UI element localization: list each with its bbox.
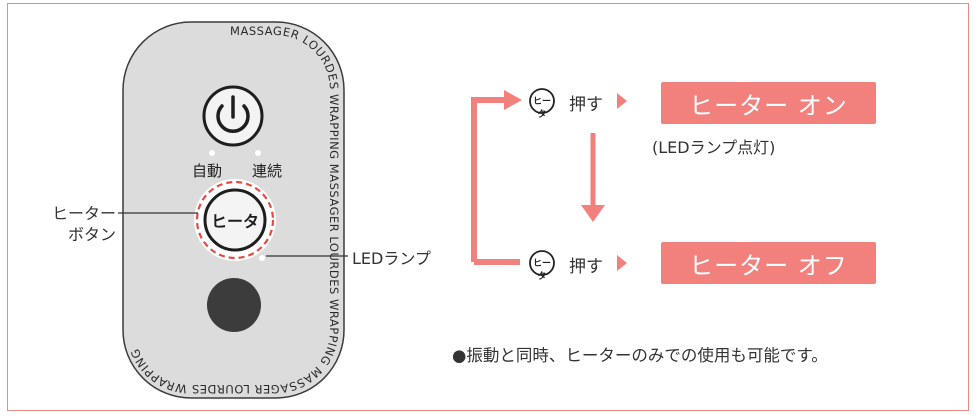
flow-loop-connector	[471, 90, 522, 265]
heater-icon-text: ヒータ	[532, 259, 551, 282]
continuous-indicator-dot	[255, 150, 261, 156]
heater-button-callout-line1: ヒーター	[51, 204, 116, 223]
heater-button-callout-line2: ボタン	[67, 225, 116, 244]
led-lamp-callout: LEDランプ	[352, 249, 431, 268]
heater-button	[194, 179, 276, 261]
heater-icon-text: ヒータ	[532, 97, 551, 120]
usage-note: ●振動と同時、ヒーターのみでの使用も可能です。	[452, 346, 828, 365]
heater-button-callout: ヒーター ボタン	[38, 203, 116, 245]
on-push-arrow	[617, 93, 627, 109]
led-lamp-dot	[259, 255, 265, 261]
heater-icon	[529, 88, 555, 114]
vibration-button	[207, 278, 261, 332]
push-label-on: 押す	[569, 95, 603, 115]
auto-indicator-dot	[209, 150, 215, 156]
heater-icon	[529, 250, 555, 276]
heater-on-note: (LEDランプ点灯)	[652, 138, 776, 157]
push-label-off: 押す	[569, 257, 603, 277]
power-icon	[216, 104, 250, 133]
off-push-arrow	[617, 255, 627, 271]
power-button	[202, 85, 264, 147]
mode-label-continuous: 連続	[251, 162, 282, 180]
down-arrow	[581, 133, 605, 222]
heater-on-state: ヒーター オン	[661, 82, 876, 124]
heater-off-state: ヒーター オフ	[661, 242, 876, 284]
mode-label-auto: 自動	[192, 162, 223, 180]
heater-button-label: ヒータ	[210, 212, 259, 231]
